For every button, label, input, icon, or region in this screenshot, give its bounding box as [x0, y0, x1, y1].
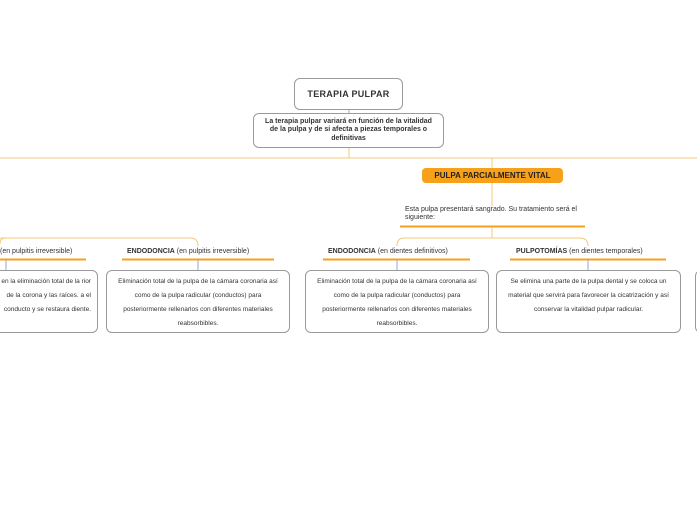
treatment-label-endodoncia-definitivos[interactable]: ENDODONCIA (en dientes definitivos): [328, 248, 448, 255]
branch-title: PULPA PARCIALMENTE VITAL: [434, 171, 551, 180]
treatment-box-pulpotomias[interactable]: Se elimina una parte de la pulpa dental …: [496, 270, 681, 333]
treatment-box-partial[interactable]: en la eliminación total de la rior de la…: [0, 270, 98, 333]
intro-topic[interactable]: La terapia pulpar variará en función de …: [253, 113, 444, 148]
treatment-box-endodoncia-pulpitis[interactable]: Eliminación total de la pulpa de la cáma…: [106, 270, 290, 333]
treatment-text: Eliminación total de la pulpa de la cáma…: [118, 278, 278, 327]
treatment-label-pulpotomias[interactable]: PULPOTOMÍAS (en dientes temporales): [516, 248, 643, 255]
treatment-text: Eliminación total de la pulpa de la cáma…: [317, 278, 477, 327]
treatment-detail: (en dientes temporales): [569, 248, 643, 255]
treatment-label-endodoncia-pulpitis[interactable]: ENDODONCIA (en pulpitis irreversible): [127, 248, 249, 255]
treatment-detail: (en pulpitis irreversible): [0, 248, 73, 255]
treatment-detail: (en dientes definitivos): [377, 248, 448, 255]
branch-note[interactable]: Esta pulpa presentará sangrado. Su trata…: [405, 206, 585, 222]
branch-pulpa-parcialmente-vital[interactable]: PULPA PARCIALMENTE VITAL: [422, 168, 563, 183]
treatment-name: ENDODONCIA: [127, 248, 175, 255]
treatment-label-partial[interactable]: (en pulpitis irreversible): [0, 248, 72, 255]
intro-text: La terapia pulpar variará en función de …: [265, 117, 432, 142]
root-topic[interactable]: TERAPIA PULPAR: [294, 78, 403, 110]
branch-note-text: Esta pulpa presentará sangrado. Su trata…: [405, 206, 577, 221]
treatment-text: Se elimina una parte de la pulpa dental …: [508, 278, 669, 313]
treatment-name: ENDODONCIA: [328, 248, 376, 255]
treatment-box-endodoncia-definitivos[interactable]: Eliminación total de la pulpa de la cáma…: [305, 270, 489, 333]
treatment-detail: (en pulpitis irreversible): [176, 248, 250, 255]
treatment-name: PULPOTOMÍAS: [516, 248, 568, 255]
root-title: TERAPIA PULPAR: [307, 89, 390, 99]
treatment-text: en la eliminación total de la rior de la…: [1, 278, 91, 313]
